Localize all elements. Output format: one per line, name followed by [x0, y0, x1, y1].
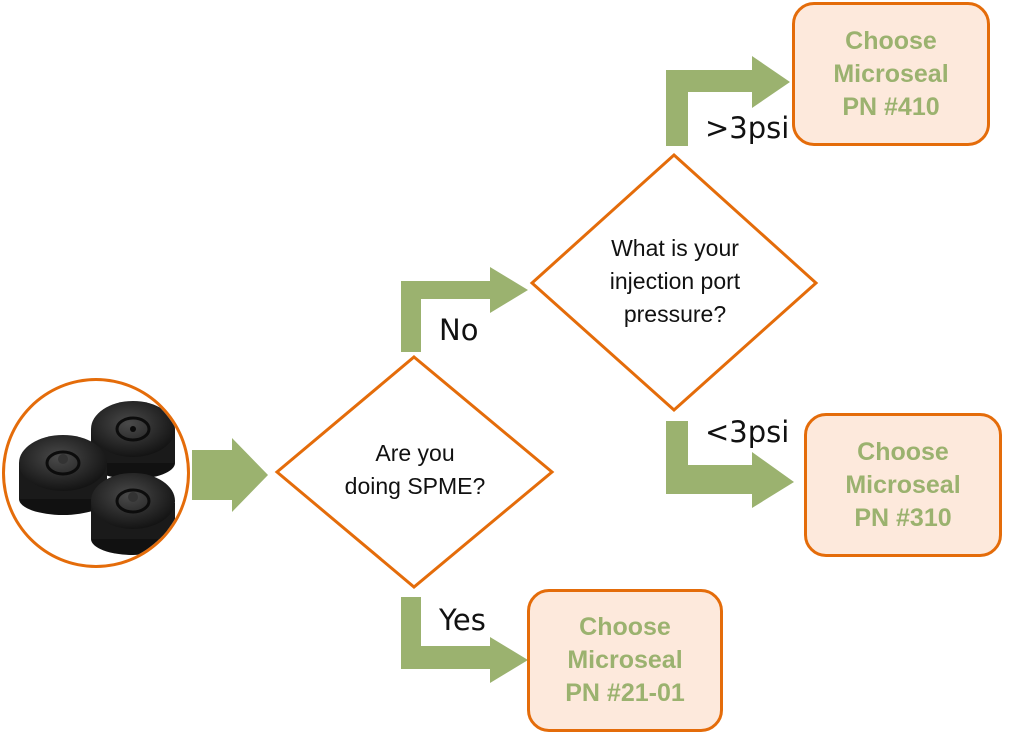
- question-pressure-line-2: injection port: [609, 268, 741, 294]
- result-pn2101-line-1: Choose: [579, 613, 671, 641]
- branch-label-lt3: <3psi: [705, 415, 790, 449]
- branch-label-gt3: >3psi: [705, 111, 790, 145]
- arrow-yes: [401, 597, 528, 683]
- result-box-pn2101: Choose Microseal PN #21-01: [527, 589, 723, 732]
- result-pn310-line-3: PN #310: [854, 503, 952, 532]
- question-spme-line-2: doing SPME?: [344, 473, 486, 499]
- question-pressure-line-1: What is your: [611, 235, 739, 261]
- result-pn410-line-2: Microseal: [833, 59, 949, 88]
- arrow-start-to-spme: [192, 438, 268, 512]
- result-pn410-line-3: PN #410: [842, 92, 940, 121]
- result-pn310-line-1: Choose: [857, 437, 949, 466]
- result-pn310-line-2: Microseal: [845, 470, 961, 499]
- branch-label-yes: Yes: [439, 603, 486, 637]
- result-pn2101-line-3: PN #21-01: [565, 679, 685, 707]
- decision-diamond-pressure: [529, 152, 819, 413]
- decision-diamond-spme: [274, 355, 555, 589]
- result-box-pn410: Choose Microseal PN #410: [792, 2, 990, 146]
- question-pressure-line-3: pressure?: [623, 301, 727, 327]
- question-spme: Are you doing SPME?: [330, 437, 500, 503]
- result-pn410-line-1: Choose: [845, 26, 937, 55]
- branch-label-no: No: [439, 313, 479, 347]
- arrow-no: [401, 267, 528, 352]
- result-box-pn310: Choose Microseal PN #310: [804, 413, 1002, 557]
- question-pressure: What is your injection port pressure?: [585, 232, 765, 331]
- arrow-gt3: [666, 56, 790, 146]
- septa-image-icon: [19, 401, 175, 555]
- microseal-septa-photo: [2, 378, 190, 568]
- result-pn2101-line-2: Microseal: [567, 646, 683, 674]
- question-spme-line-1: Are you: [375, 440, 455, 466]
- arrow-lt3: [666, 421, 794, 508]
